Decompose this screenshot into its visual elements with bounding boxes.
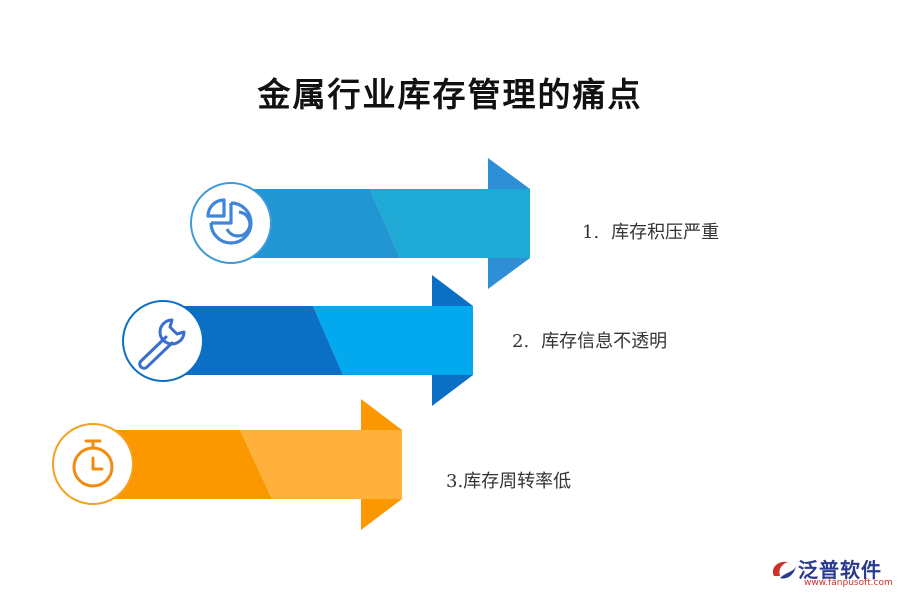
arrow-2-body-dark xyxy=(163,306,343,375)
stopwatch-icon xyxy=(72,439,114,488)
arrow-1-head-bottom xyxy=(488,258,530,289)
page-title: 金属行业库存管理的痛点 xyxy=(257,75,643,114)
pie-chart-icon xyxy=(206,198,253,245)
wrench-icon xyxy=(138,318,186,370)
arrow-2-head-core xyxy=(432,306,473,375)
icon-circle-3 xyxy=(52,423,134,505)
pain-point-1-number: 1. xyxy=(582,222,600,243)
brand-url: www.fanpusoft.com xyxy=(804,578,893,588)
arrow-3-head-core xyxy=(361,430,402,499)
pain-point-3-label: 3.库存周转率低 xyxy=(446,467,571,493)
arrow-1-body-dark xyxy=(230,189,400,258)
pain-point-2-label: 2. 库存信息不透明 xyxy=(512,327,667,353)
pain-point-2-text: 库存信息不透明 xyxy=(541,331,668,352)
arrow-3-head-bottom xyxy=(361,499,402,530)
pain-point-2-number: 2. xyxy=(512,331,530,352)
arrow-2-body-light xyxy=(313,306,432,375)
pain-point-3-number: 3. xyxy=(446,471,464,492)
arrow-1-body-light xyxy=(370,189,488,258)
arrow-2-head-top xyxy=(432,275,473,306)
pain-point-1-label: 1. 库存积压严重 xyxy=(582,218,719,244)
brand-name: 泛普软件 xyxy=(798,558,882,582)
pain-point-1-text: 库存积压严重 xyxy=(611,222,720,243)
fanpu-logo-icon xyxy=(772,561,796,579)
arrow-1-head-core xyxy=(488,189,530,258)
arrow-1-head-top xyxy=(488,158,530,189)
pain-point-3-text: 库存周转率低 xyxy=(463,471,572,492)
arrow-2-head-bottom xyxy=(432,375,473,406)
arrow-3-body-dark xyxy=(94,430,272,499)
icon-circle-2 xyxy=(122,300,204,382)
icon-circle-1 xyxy=(190,182,272,264)
arrow-3-head-top xyxy=(361,399,402,430)
brand-logo: 泛普软件 www.fanpusoft.com xyxy=(768,554,893,594)
arrow-3-body-light xyxy=(240,430,361,499)
